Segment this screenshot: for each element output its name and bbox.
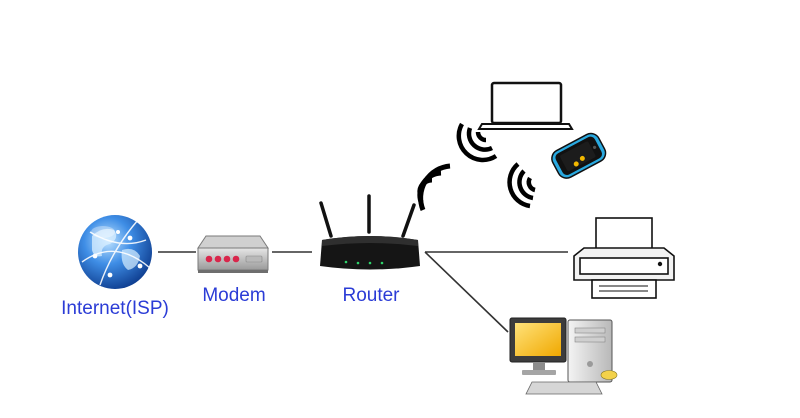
globe-icon <box>78 215 152 289</box>
laptop-icon <box>477 81 574 130</box>
router-icon <box>319 194 420 270</box>
modem-icon <box>197 235 269 273</box>
smartphone-icon <box>551 132 607 179</box>
internet-label: Internet(ISP) <box>61 298 169 319</box>
link-router-desktop <box>424 251 509 333</box>
connection-links <box>158 251 568 333</box>
laptop-wifi-icon <box>456 122 498 163</box>
router-label: Router <box>342 285 400 306</box>
desktop-pc-icon <box>509 317 618 395</box>
printer-icon <box>573 217 675 299</box>
phone-wifi-icon <box>507 162 536 209</box>
modem-label: Modem <box>202 285 266 306</box>
wifi-signal-icon <box>417 163 451 211</box>
